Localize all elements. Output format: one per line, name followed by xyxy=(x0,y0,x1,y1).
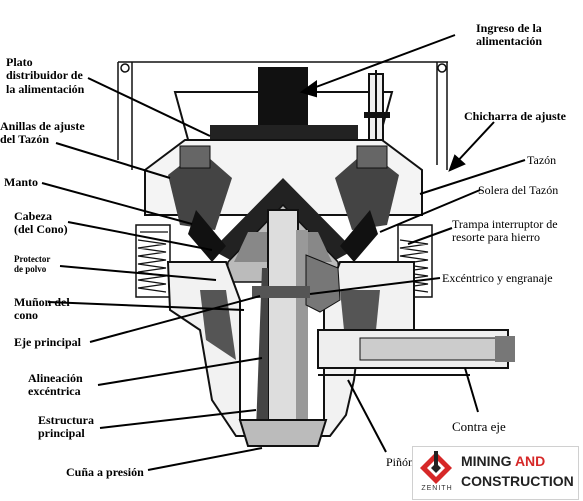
label-pinon: Piñón xyxy=(386,455,415,469)
label-estructura: Estructura principal xyxy=(38,413,94,441)
label-manto: Manto xyxy=(4,175,38,189)
arrow-excentrico xyxy=(309,277,441,295)
arrow-manto xyxy=(41,182,193,225)
arrow-chicharra xyxy=(453,121,495,166)
ratchet xyxy=(364,70,390,150)
bowl-liner xyxy=(188,210,378,262)
label-solera: Solera del Tazón xyxy=(478,183,559,197)
label-plato: Plato distribuidor de la alimentación xyxy=(6,55,85,96)
logo-line1: MINING AND xyxy=(461,453,545,469)
arrow-trampa xyxy=(407,227,453,245)
arrow-eje xyxy=(89,295,261,343)
arrow-pinon xyxy=(347,379,387,453)
logo-line1-b: AND xyxy=(514,453,546,469)
zenith-logo: ZENITH MINING AND CONSTRUCTION xyxy=(412,446,579,500)
arrow-plato xyxy=(87,77,211,137)
arrow-estructura xyxy=(99,409,257,429)
arrow-contra-eje xyxy=(464,367,479,413)
arrow-ingreso xyxy=(307,34,456,91)
arrow-protector xyxy=(59,265,217,281)
label-protector: Protector de polvo xyxy=(14,254,51,275)
label-cuna: Cuña a presión xyxy=(66,465,144,479)
arrow-cabeza xyxy=(67,221,213,251)
label-excentrico: Excéntrico y engranaje xyxy=(442,271,553,285)
label-trampa: Trampa interruptor de resorte para hierr… xyxy=(452,217,558,245)
label-eje: Eje principal xyxy=(14,335,82,349)
main-frame xyxy=(166,261,415,447)
logo-brand: ZENITH xyxy=(421,485,453,492)
zenith-logo-icon xyxy=(420,451,452,484)
bowl-rings xyxy=(144,139,423,230)
arrow-cuna xyxy=(147,447,263,471)
label-alineacion: Alineación excéntrica xyxy=(28,371,83,399)
label-contra-eje: Contra eje xyxy=(452,419,506,434)
arrow-solera xyxy=(379,189,481,233)
eccentric xyxy=(252,254,341,313)
bottom-wedge xyxy=(238,419,328,447)
label-tazon: Tazón xyxy=(527,153,557,167)
label-cabeza: Cabeza (del Cono) xyxy=(14,209,68,237)
logo-line2: CONSTRUCTION xyxy=(461,473,574,489)
countershaft xyxy=(317,329,515,376)
label-munon: Muñon del cono xyxy=(14,295,70,323)
label-chicharra: Chicharra de ajuste xyxy=(464,109,566,123)
logo-line1-a: MINING xyxy=(461,453,512,469)
label-anillas: Anillas de ajuste del Tazón xyxy=(0,119,85,147)
arrow-alineacion xyxy=(97,357,263,386)
main-shaft xyxy=(256,209,308,446)
label-ingreso: Ingreso de la alimentación xyxy=(476,21,542,49)
arrow-tazon xyxy=(419,159,526,195)
arrow-anillas xyxy=(55,142,171,179)
